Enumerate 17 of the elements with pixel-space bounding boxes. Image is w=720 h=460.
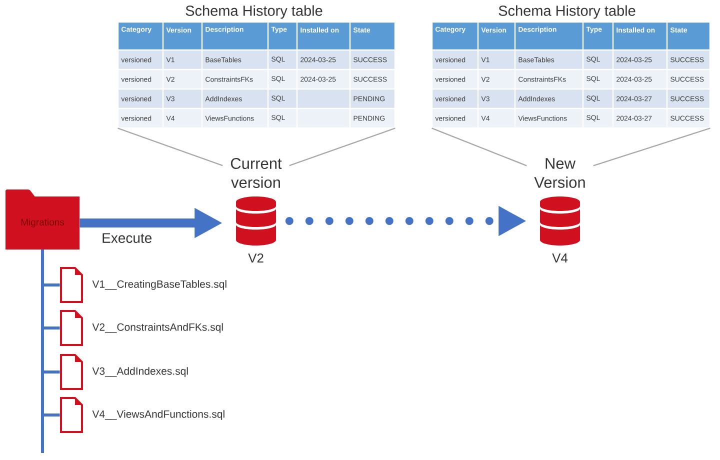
table-title: Schema History table: [498, 5, 636, 19]
leader-line: [593, 128, 710, 166]
leader-line: [432, 128, 527, 166]
tree-line: [41, 250, 60, 416]
version-label: V4: [552, 254, 568, 262]
leader-line: [118, 128, 223, 166]
version-label: V2: [248, 253, 264, 263]
table-title: Schema History table: [186, 5, 322, 19]
node-heading: New Version: [534, 158, 585, 188]
leader-line: [289, 128, 396, 166]
file-name: V4__ViewsAndFunctions.sql: [92, 410, 224, 420]
file-name: V3__AddIndexes.sql: [92, 367, 188, 377]
node-heading: Current version: [230, 158, 282, 188]
file-name: V2__ConstraintsAndFKs.sql: [92, 323, 223, 333]
file-name: V1__CreatingBaseTables.sql: [92, 280, 226, 290]
folder: Migrations: [6, 190, 80, 250]
edge-label: Execute: [100, 232, 154, 244]
